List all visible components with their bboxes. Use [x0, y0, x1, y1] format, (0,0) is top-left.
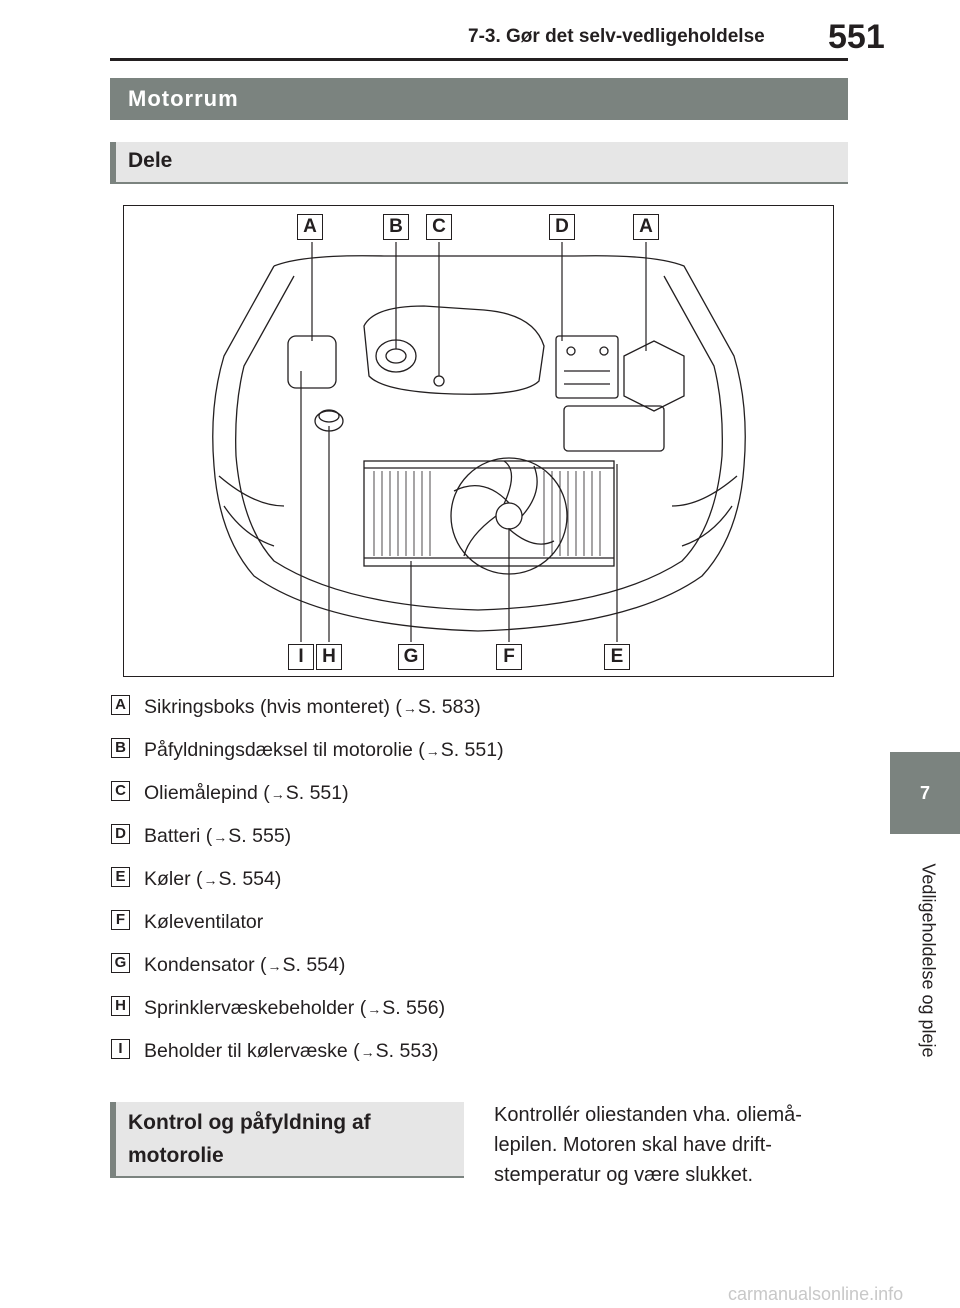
item-key: I — [111, 1039, 130, 1059]
item-text: Køleventilator — [144, 911, 264, 933]
arrow-icon: → — [367, 1001, 382, 1017]
item-text: Påfyldningsdæksel til motorolie ( — [144, 739, 425, 761]
page-reference[interactable]: S. 583) — [417, 696, 481, 718]
callout-label: F — [496, 644, 522, 670]
callout-label: E — [604, 644, 630, 670]
item-key: D — [111, 824, 130, 844]
main-heading: Motorrum — [110, 78, 848, 120]
paragraph-line: stemperatur og være slukket. — [494, 1164, 753, 1186]
page-reference[interactable]: S. 551) — [440, 739, 504, 761]
chapter-tab[interactable]: 7 — [890, 752, 960, 834]
page-reference[interactable]: S. 554) — [218, 868, 282, 890]
callout-label: C — [426, 214, 452, 240]
section-header: 7-3. Gør det selv-vedligeholdelse — [468, 26, 765, 47]
arrow-icon: → — [425, 743, 440, 759]
check-heading-line2: motorolie — [128, 1144, 224, 1167]
page-reference[interactable]: S. 555) — [228, 825, 292, 847]
arrow-icon: → — [270, 786, 285, 802]
arrow-icon: → — [360, 1044, 375, 1060]
callout-label: B — [383, 214, 409, 240]
check-paragraph: Kontrollér oliestanden vha. oliemå- lepi… — [494, 1100, 854, 1190]
item-text: Oliemålepind ( — [144, 782, 270, 804]
item-key: C — [111, 781, 130, 801]
sub-heading: Dele — [110, 142, 848, 184]
callout-label: A — [633, 214, 659, 240]
arrow-icon: → — [213, 829, 228, 845]
page-number: 551 — [828, 18, 885, 56]
callout-label: D — [549, 214, 575, 240]
item-key: F — [111, 910, 130, 930]
arrow-icon: → — [267, 958, 282, 974]
page-reference[interactable]: S. 556) — [382, 997, 446, 1019]
item-key: E — [111, 867, 130, 887]
arrow-icon: → — [203, 872, 218, 888]
item-text: Køler ( — [144, 868, 203, 890]
callout-label: H — [316, 644, 342, 670]
watermark: carmanualsonline.info — [728, 1284, 904, 1304]
paragraph-line: lepilen. Motoren skal have drift- — [494, 1134, 772, 1156]
item-text: Kondensator ( — [144, 954, 267, 976]
check-heading-line1: Kontrol og påfyldning af — [128, 1111, 371, 1134]
callout-label: I — [288, 644, 314, 670]
page-reference[interactable]: S. 554) — [282, 954, 346, 976]
chapter-title: Vedligeholdelse og pleje — [918, 863, 939, 1058]
chapter-number: 7 — [919, 782, 930, 803]
page-reference[interactable]: S. 553) — [375, 1040, 439, 1062]
item-text: Sprinklervæskebeholder ( — [144, 997, 367, 1019]
item-key: A — [111, 695, 130, 715]
arrow-icon: → — [402, 700, 417, 716]
callout-label: A — [297, 214, 323, 240]
paragraph-line: Kontrollér oliestanden vha. oliemå- — [494, 1104, 802, 1126]
engine-bay-drawing — [212, 242, 746, 642]
item-key: G — [111, 953, 130, 973]
item-text: Beholder til kølervæske ( — [144, 1040, 360, 1062]
header-rule — [110, 58, 848, 61]
engine-bay-illustration: A B C D A I H G F E — [123, 205, 834, 677]
page-reference[interactable]: S. 551) — [285, 782, 349, 804]
callout-label: G — [398, 644, 424, 670]
check-heading: Kontrol og påfyldning af motorolie — [110, 1102, 464, 1178]
item-key: H — [111, 996, 130, 1016]
item-key: B — [111, 738, 130, 758]
item-text: Batteri ( — [144, 825, 213, 847]
item-text: Sikringsboks (hvis monteret) ( — [144, 696, 402, 718]
